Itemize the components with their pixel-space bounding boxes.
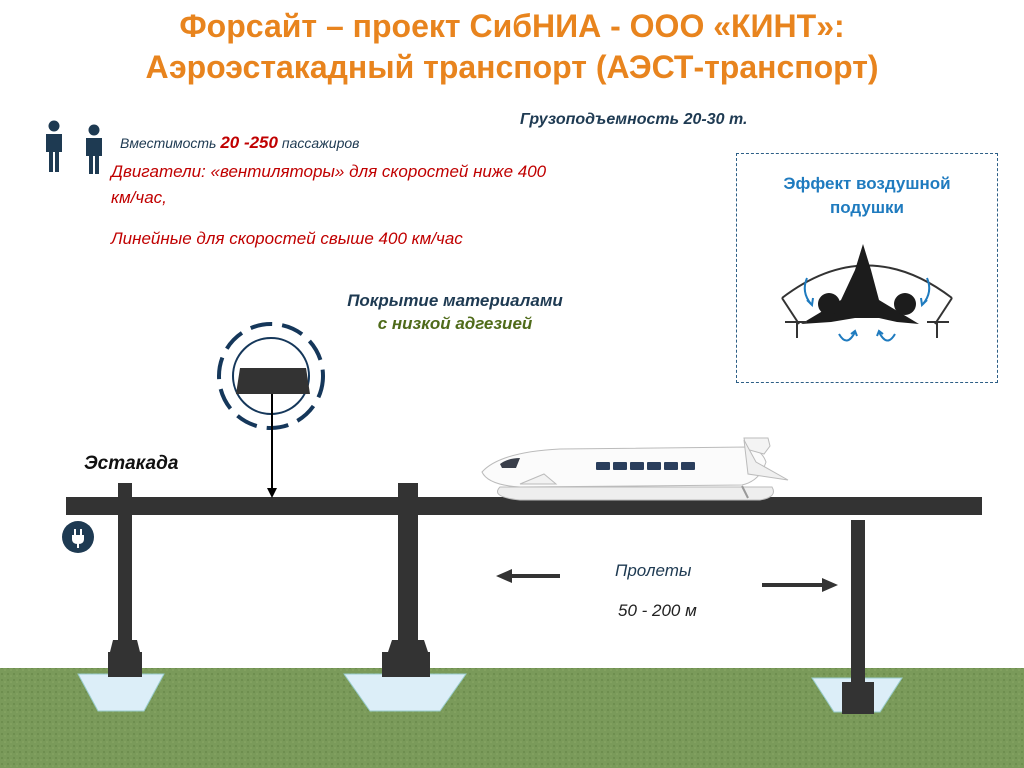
spans-title: Пролеты xyxy=(615,561,692,580)
page-title-line1: Форсайт – проект СибНИА - ООО «КИНТ»: xyxy=(179,8,845,44)
capacity-value: 20 -250 xyxy=(220,133,278,152)
pillar-1-foot xyxy=(108,652,142,677)
capacity-suffix: пассажиров xyxy=(281,135,360,151)
pillar-2-foot xyxy=(382,652,430,677)
page-title-line2: Аэроэстакадный транспорт (АЭСТ-транспорт… xyxy=(145,49,879,85)
coating-line1: Покрытие материалами xyxy=(347,291,563,310)
person-icon xyxy=(46,120,62,172)
overpass-label: Эстакада xyxy=(84,453,179,474)
coating-detail xyxy=(217,322,325,498)
fan-engine-left xyxy=(818,293,840,315)
coating-pad xyxy=(236,368,310,394)
engines-line2: км/час, xyxy=(111,188,167,207)
pillar-2 xyxy=(398,515,418,640)
vehicle-skirt xyxy=(497,486,774,501)
capacity-prefix: Вместимость xyxy=(120,135,217,151)
vehicle-windows xyxy=(596,462,695,470)
span-arrow-left xyxy=(496,569,560,583)
air-cushion-diagram xyxy=(781,244,953,342)
pillar-1 xyxy=(118,515,132,640)
capacity-text: Вместимость 20 -250 пассажиров xyxy=(120,134,359,152)
vehicle-cockpit-window xyxy=(500,458,520,468)
spans-range: 50 - 200 м xyxy=(618,601,697,620)
air-flow-arrow-icon xyxy=(803,277,931,342)
air-cushion-title: Эффект воздушной подушки xyxy=(737,172,997,220)
vehicle-side-wing xyxy=(519,473,558,485)
power-plug-icon xyxy=(62,521,94,553)
air-cushion-title-line1: Эффект воздушной xyxy=(783,174,951,193)
person-icon xyxy=(86,124,102,174)
fan-engine-right xyxy=(894,293,916,315)
vehicle-cross-section xyxy=(801,244,919,324)
pillar-3-foot xyxy=(842,682,874,714)
payload-text: Грузоподъемность 20-30 т. xyxy=(520,111,748,128)
air-cushion-title-line2: подушки xyxy=(829,198,904,217)
aerotrain-vehicle xyxy=(481,437,789,501)
span-arrow-right xyxy=(762,578,838,592)
passenger-icons xyxy=(46,120,102,174)
pillar-3 xyxy=(851,520,865,682)
engines-line3: Линейные для скоростей свыше 400 км/час xyxy=(111,229,463,248)
coating-pointer-arrow xyxy=(267,488,277,498)
engines-line1: Двигатели: «вентиляторы» для скоростей н… xyxy=(111,162,547,181)
vehicle-tail-wing xyxy=(743,439,789,481)
overpass-beam xyxy=(66,497,982,515)
coating-line2: с низкой адгезией xyxy=(377,314,533,333)
air-cushion-panel: Эффект воздушной подушки xyxy=(736,153,998,383)
